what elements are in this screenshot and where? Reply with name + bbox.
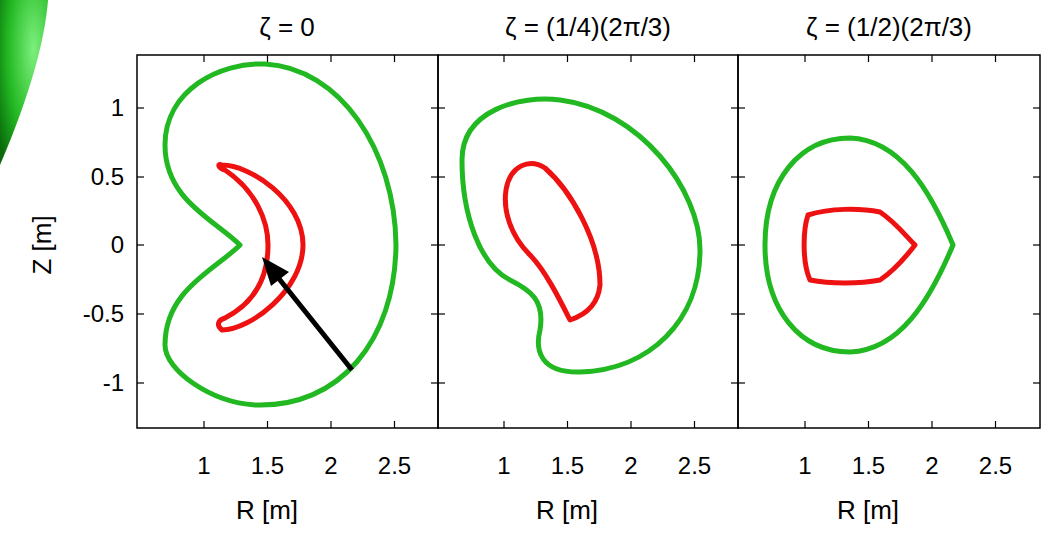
panel-frames — [137, 55, 1040, 428]
panel-title: ζ = (1/4)(2π/3) — [505, 14, 671, 40]
axis-label: R [m] — [536, 497, 598, 523]
pointer-arrow — [262, 257, 352, 370]
tick-label: 2 — [624, 454, 637, 478]
panel-title: ζ = (1/2)(2π/3) — [806, 14, 972, 40]
tick-label: 1.5 — [852, 454, 885, 478]
tick-label: 2.5 — [678, 454, 711, 478]
tick-label: 1 — [497, 454, 510, 478]
tick-label: 1.5 — [551, 454, 584, 478]
axis-label: R [m] — [837, 497, 899, 523]
tick-label: 2 — [925, 454, 938, 478]
tick-label: -0.5 — [83, 302, 124, 326]
surface-fragment — [0, 0, 48, 165]
axis-label: Z [m] — [29, 215, 55, 274]
flux-surfaces — [165, 64, 953, 405]
tick-marks — [137, 55, 1040, 428]
tick-label: 0.5 — [91, 165, 124, 189]
tick-label: 1 — [798, 454, 811, 478]
panel-title: ζ = 0 — [259, 14, 315, 40]
tick-label: 2.5 — [979, 454, 1012, 478]
axis-label: R [m] — [236, 497, 298, 523]
tick-label: 2.5 — [378, 454, 411, 478]
tick-label: 2 — [324, 454, 337, 478]
tick-label: 1.5 — [251, 454, 284, 478]
tick-label: -1 — [103, 371, 124, 395]
tick-label: 1 — [111, 96, 124, 120]
tick-label: 1 — [197, 454, 210, 478]
tick-label: 0 — [111, 233, 124, 257]
